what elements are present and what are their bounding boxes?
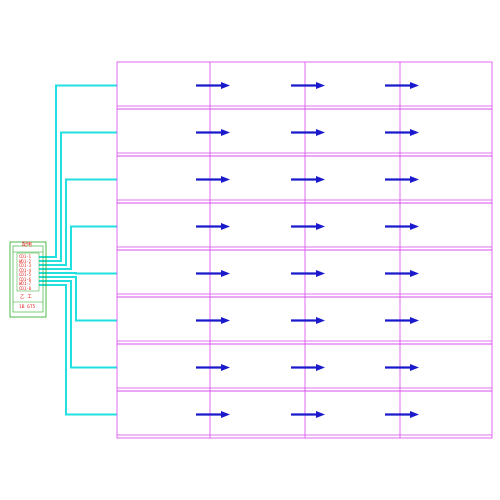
feeder-lines xyxy=(39,84,117,416)
flow-arrow-head-r2-3 xyxy=(410,129,419,136)
flow-arrow-head-r7-3 xyxy=(410,364,419,371)
panel-circuit-label: WD1-7 xyxy=(19,281,32,286)
feeder-line-8 xyxy=(39,284,117,416)
flow-arrow-head-r5-3 xyxy=(410,270,419,277)
panel-inner-box xyxy=(12,245,44,313)
feeder-line-1 xyxy=(39,84,117,258)
panel-circuit-label: WD1-2 xyxy=(19,258,32,264)
panel-title: 配电 xyxy=(22,242,33,248)
panel-circuit-label: CD1-5 xyxy=(19,272,32,277)
panel-circuit-label: CD1-1 xyxy=(19,254,32,259)
flow-arrow-head-r6-1 xyxy=(221,317,230,324)
flow-arrow-head-r8-1 xyxy=(221,411,230,418)
panel-circuit-label: CD1-8 xyxy=(19,285,32,291)
flow-arrow-head-r3-1 xyxy=(221,176,230,183)
feeder-line-7 xyxy=(39,280,117,369)
feeder-line-3 xyxy=(39,178,117,266)
flow-arrow-head-r4-1 xyxy=(221,223,230,230)
flow-arrow-head-r8-3 xyxy=(410,411,419,418)
feeder-line-5 xyxy=(39,272,117,275)
flow-arrow-head-r4-3 xyxy=(410,223,419,230)
flow-arrow-head-r6-2 xyxy=(316,317,325,324)
flow-arrows xyxy=(196,82,419,418)
panel-footer-label: 1B 6T5 xyxy=(19,305,36,310)
flow-arrow-head-r1-1 xyxy=(221,82,230,89)
flow-arrow-head-r8-2 xyxy=(316,411,325,418)
flow-arrow-head-r5-2 xyxy=(316,270,325,277)
flow-arrow-head-r2-1 xyxy=(221,129,230,136)
flow-arrow-head-r4-2 xyxy=(316,223,325,230)
circuit-block-box xyxy=(16,252,40,292)
flow-arrow-head-r2-2 xyxy=(316,129,325,136)
flow-arrow-head-r5-1 xyxy=(221,270,230,277)
feeder-line-4 xyxy=(39,225,117,270)
distribution-panel xyxy=(9,241,47,318)
panel-circuit-label: CD1-3 xyxy=(19,263,32,268)
flow-arrow-head-r3-2 xyxy=(316,176,325,183)
flow-arrow-head-r7-1 xyxy=(221,364,230,371)
flow-arrow-head-r7-2 xyxy=(316,364,325,371)
feeder-line-6 xyxy=(39,276,117,322)
room-grid xyxy=(116,61,493,439)
flow-arrow-head-r1-3 xyxy=(410,82,419,89)
flow-arrow-head-r6-3 xyxy=(410,317,419,324)
panel-circuit-label: CD1-4 xyxy=(19,267,32,273)
room-row-8 xyxy=(116,390,493,439)
panel-circuit-label: CD1-6 xyxy=(19,276,32,282)
feeder-line-2 xyxy=(39,131,117,262)
flow-arrow-head-r1-2 xyxy=(316,82,325,89)
panel-bottom-label: 乙 工 xyxy=(20,295,32,300)
flow-arrow-head-r3-3 xyxy=(410,176,419,183)
panel-outer-box xyxy=(9,241,47,318)
